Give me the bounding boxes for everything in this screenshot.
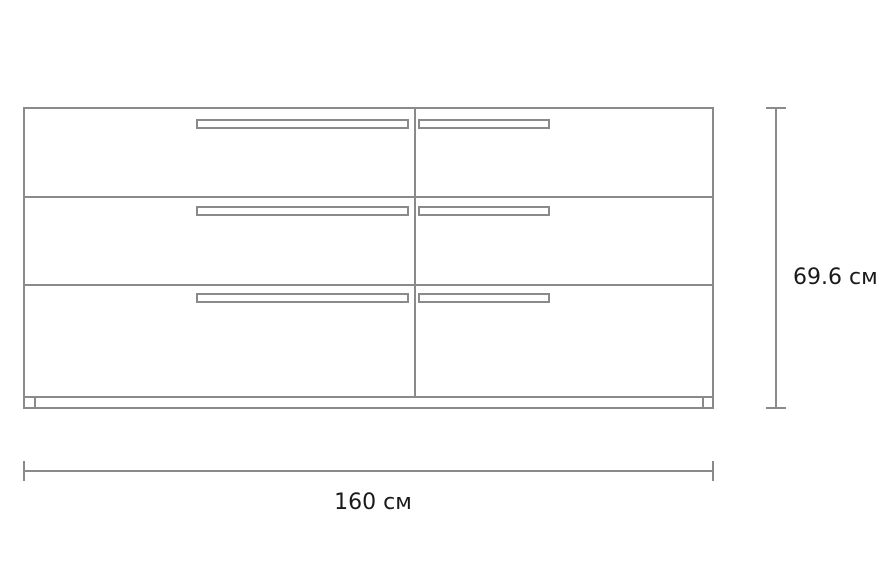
drawer-handle-right-row-1: [418, 119, 550, 129]
width-dimension: [23, 461, 714, 481]
dresser: [23, 107, 714, 409]
height-label: 69.6 см: [793, 265, 878, 290]
drawer-handle-right-row-2: [418, 206, 550, 216]
width-label: 160 см: [334, 490, 412, 515]
drawer-handle-left-row-1: [196, 119, 409, 129]
dresser-body-outline: [23, 107, 714, 409]
height-dimension: [766, 107, 786, 409]
drawer-handle-right-row-3: [418, 293, 550, 303]
drawer-handle-left-row-2: [196, 206, 409, 216]
drawer-handle-left-row-3: [196, 293, 409, 303]
